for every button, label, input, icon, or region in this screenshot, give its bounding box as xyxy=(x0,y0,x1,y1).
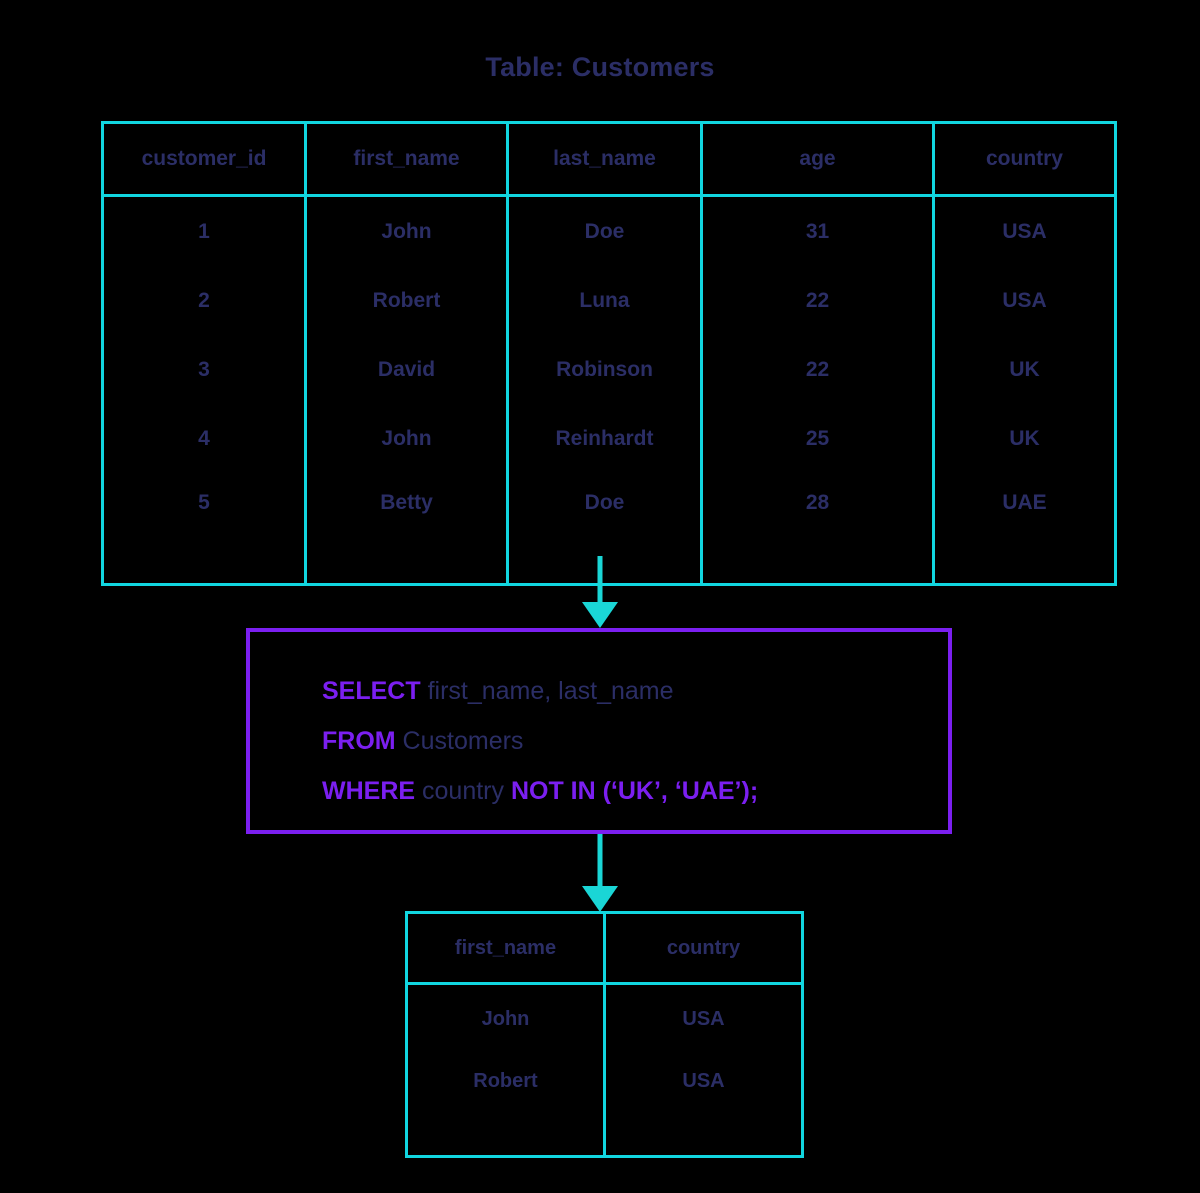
keyword-where: WHERE xyxy=(322,777,416,805)
column-header-age: age xyxy=(700,121,935,197)
arrow-shaft xyxy=(597,834,603,888)
cell-country: UAE xyxy=(932,473,1117,586)
result-column-header-first-name: first_name xyxy=(405,911,606,985)
sql-query-box: SELECT first_name, last_name FROM Custom… xyxy=(246,628,952,834)
table-row: 3 David Robinson 22 UK xyxy=(101,335,1117,404)
down-arrow-icon xyxy=(580,556,620,628)
cell-country: UK xyxy=(932,335,1117,404)
query-line-where: WHERE country NOT IN (‘UK’, ‘UAE’); xyxy=(322,766,948,816)
cell-country: USA xyxy=(932,195,1117,266)
result-header-row: first_name country xyxy=(405,911,804,985)
table-row: 1 John Doe 31 USA xyxy=(101,195,1117,266)
select-columns: first_name, last_name xyxy=(420,677,674,705)
keyword-not-in: NOT IN xyxy=(510,777,596,805)
table-row: 4 John Reinhardt 25 UK xyxy=(101,404,1117,473)
keyword-from: FROM xyxy=(322,727,396,755)
cell-first-name: David xyxy=(304,335,509,404)
table-row: 5 Betty Doe 28 UAE xyxy=(101,473,1117,586)
cell-first-name: Robert xyxy=(304,266,509,335)
cell-last-name: Doe xyxy=(506,195,703,266)
cell-age: 25 xyxy=(700,404,935,473)
source-table: customer_id first_name last_name age cou… xyxy=(101,121,1117,586)
result-cell-country: USA xyxy=(603,1054,804,1158)
query-line-select: SELECT first_name, last_name xyxy=(322,666,948,716)
arrow-shaft xyxy=(597,556,603,604)
column-header-last-name: last_name xyxy=(506,121,703,197)
result-cell-country: USA xyxy=(603,983,804,1054)
cell-customer-id: 5 xyxy=(101,473,307,586)
table-header-row: customer_id first_name last_name age cou… xyxy=(101,121,1117,197)
result-column-header-country: country xyxy=(603,911,804,985)
cell-customer-id: 4 xyxy=(101,404,307,473)
column-header-first-name: first_name xyxy=(304,121,509,197)
cell-age: 28 xyxy=(700,473,935,586)
from-table: Customers xyxy=(395,727,524,755)
cell-first-name: John xyxy=(304,404,509,473)
column-header-customer-id: customer_id xyxy=(101,121,307,197)
cell-age: 22 xyxy=(700,266,935,335)
cell-last-name: Robinson xyxy=(506,335,703,404)
result-cell-first-name: John xyxy=(405,983,606,1054)
cell-last-name: Doe xyxy=(506,473,703,586)
cell-first-name: John xyxy=(304,195,509,266)
cell-first-name: Betty xyxy=(304,473,509,586)
where-column: country xyxy=(415,777,511,805)
result-table: first_name country John USA Robert USA xyxy=(405,911,804,1158)
cell-last-name: Luna xyxy=(506,266,703,335)
page-title: Table: Customers xyxy=(485,52,715,82)
arrow-head xyxy=(582,602,618,628)
not-in-values: (‘UK’, ‘UAE’); xyxy=(595,777,759,805)
result-cell-first-name: Robert xyxy=(405,1054,606,1158)
cell-age: 22 xyxy=(700,335,935,404)
down-arrow-icon xyxy=(580,834,620,912)
column-header-country: country xyxy=(932,121,1117,197)
result-row: Robert USA xyxy=(405,1054,804,1158)
cell-age: 31 xyxy=(700,195,935,266)
keyword-select: SELECT xyxy=(322,677,421,705)
result-row: John USA xyxy=(405,983,804,1054)
cell-country: USA xyxy=(932,266,1117,335)
cell-customer-id: 3 xyxy=(101,335,307,404)
table-row: 2 Robert Luna 22 USA xyxy=(101,266,1117,335)
cell-last-name: Reinhardt xyxy=(506,404,703,473)
query-line-from: FROM Customers xyxy=(322,716,948,766)
cell-customer-id: 2 xyxy=(101,266,307,335)
cell-customer-id: 1 xyxy=(101,195,307,266)
cell-country: UK xyxy=(932,404,1117,473)
arrow-head xyxy=(582,886,618,912)
